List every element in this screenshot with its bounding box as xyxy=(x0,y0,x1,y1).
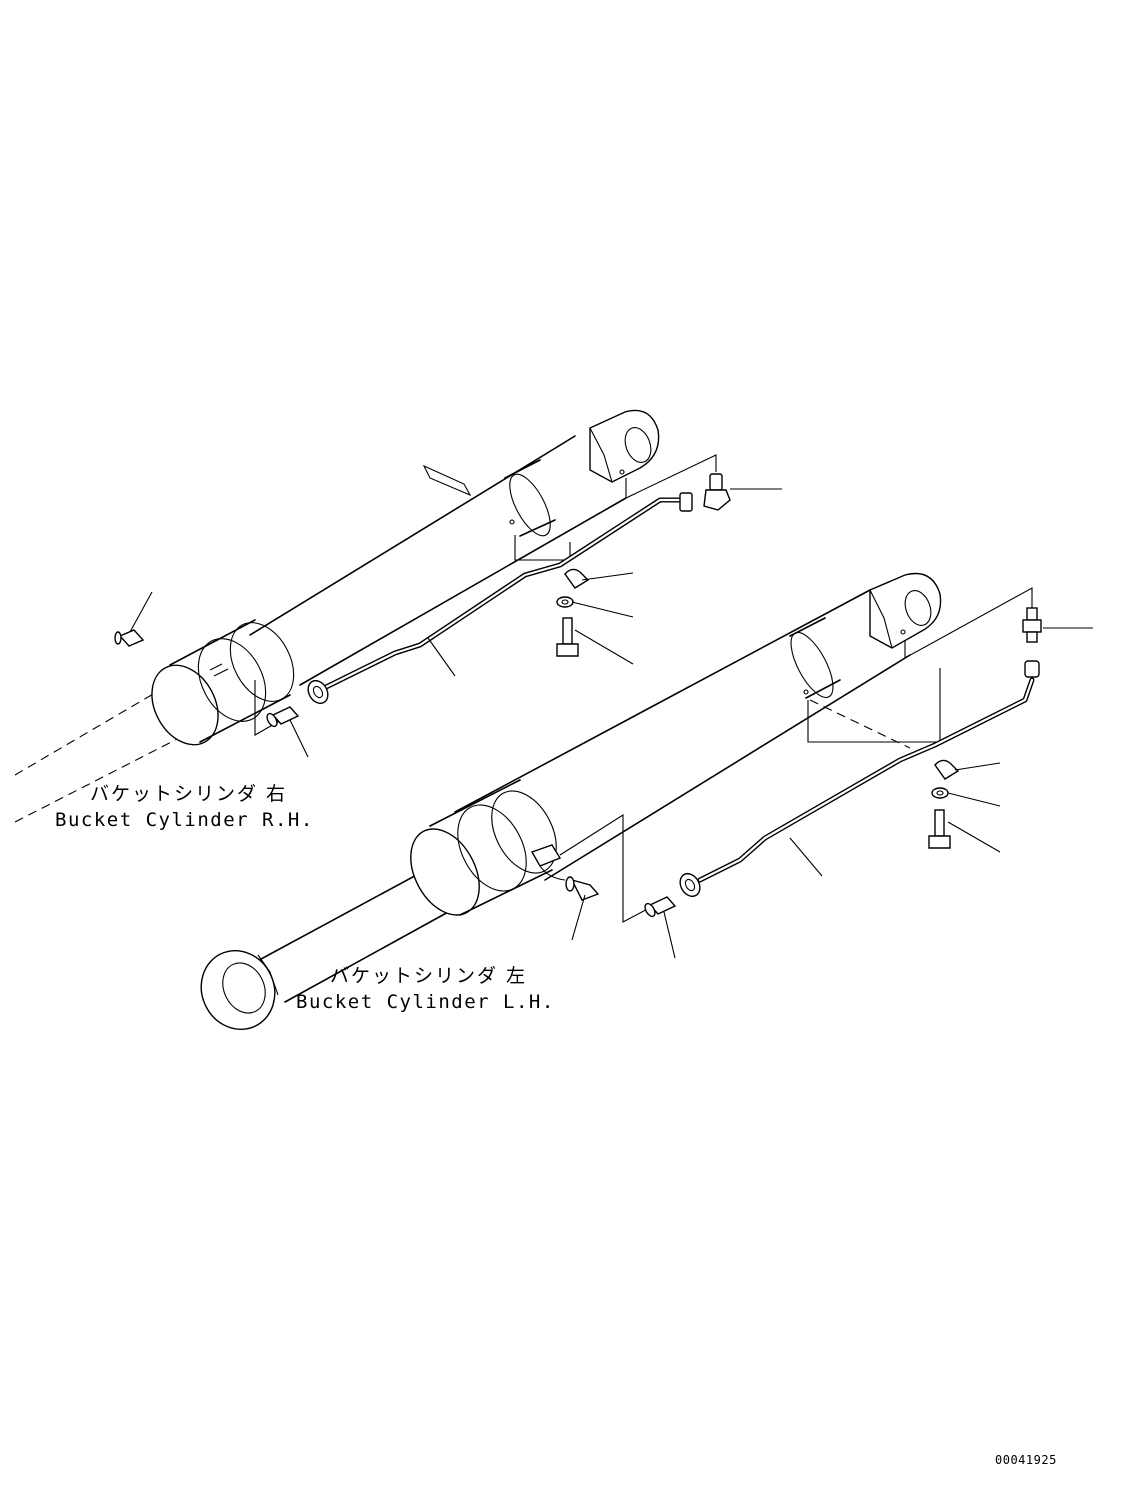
lh-label-jp: バケットシリンダ 左 xyxy=(330,965,527,987)
rh-label-en: Bucket Cylinder R.H. xyxy=(55,809,314,831)
lh-tube-band xyxy=(790,631,834,699)
rh-elbow-fitting xyxy=(703,473,731,511)
lh-bolt xyxy=(928,809,951,849)
bucket-cylinder-lh xyxy=(200,572,1093,1031)
lh-hose-end-nut xyxy=(679,872,701,898)
lh-callout-4 xyxy=(954,762,1001,771)
lh-rod-lower xyxy=(284,899,471,1003)
rh-rod-upper xyxy=(14,689,161,776)
lh-callout-5 xyxy=(947,792,1001,807)
rh-callout-2 xyxy=(289,719,309,758)
lh-callout-1 xyxy=(571,894,586,941)
lh-callout-6 xyxy=(947,821,1001,853)
rh-clamp xyxy=(564,568,590,589)
rh-callout-4 xyxy=(581,572,634,581)
lh-straight-fitting xyxy=(1022,607,1042,643)
bucket-cylinder-rh xyxy=(14,409,782,823)
lh-clamp xyxy=(934,759,960,780)
rh-connector-fitting xyxy=(266,706,300,728)
rh-rod-collar xyxy=(151,664,219,746)
rh-callout-3 xyxy=(427,637,456,677)
lh-rod-upper xyxy=(249,864,436,966)
drawing-code: 00041925 xyxy=(995,1453,1057,1467)
lh-grease-fitting xyxy=(565,876,600,901)
lh-head-block xyxy=(869,572,942,649)
rh-callout-5 xyxy=(571,601,634,618)
rh-callout-6 xyxy=(574,629,634,665)
rh-hose-end-nut xyxy=(307,679,329,705)
lh-washer xyxy=(931,787,949,799)
lh-rod-eye xyxy=(200,949,279,1031)
lh-callout-2 xyxy=(663,911,676,959)
rh-bolt xyxy=(556,617,579,657)
rh-barrel-bottom-edge xyxy=(299,497,627,686)
rh-tube-band xyxy=(509,473,551,537)
lh-bracket xyxy=(530,844,562,867)
lh-barrel-top-edge xyxy=(454,589,871,813)
rh-barrel-top-edge xyxy=(249,435,576,636)
lh-callout-3 xyxy=(789,837,823,877)
rh-hose-end-fitting xyxy=(679,492,693,512)
lh-connector-fitting xyxy=(644,896,677,918)
lh-hose-end-fitting xyxy=(1024,660,1040,678)
rh-washer xyxy=(556,596,574,608)
rh-callout-1 xyxy=(129,591,153,633)
rh-grease-fitting xyxy=(114,629,145,647)
lh-rod-collar xyxy=(410,828,480,916)
rh-label-jp: バケットシリンダ 右 xyxy=(90,783,287,805)
lh-label-en: Bucket Cylinder L.H. xyxy=(296,991,555,1013)
rh-rod-lower xyxy=(14,734,186,823)
lh-barrel-bottom-edge xyxy=(544,654,911,881)
